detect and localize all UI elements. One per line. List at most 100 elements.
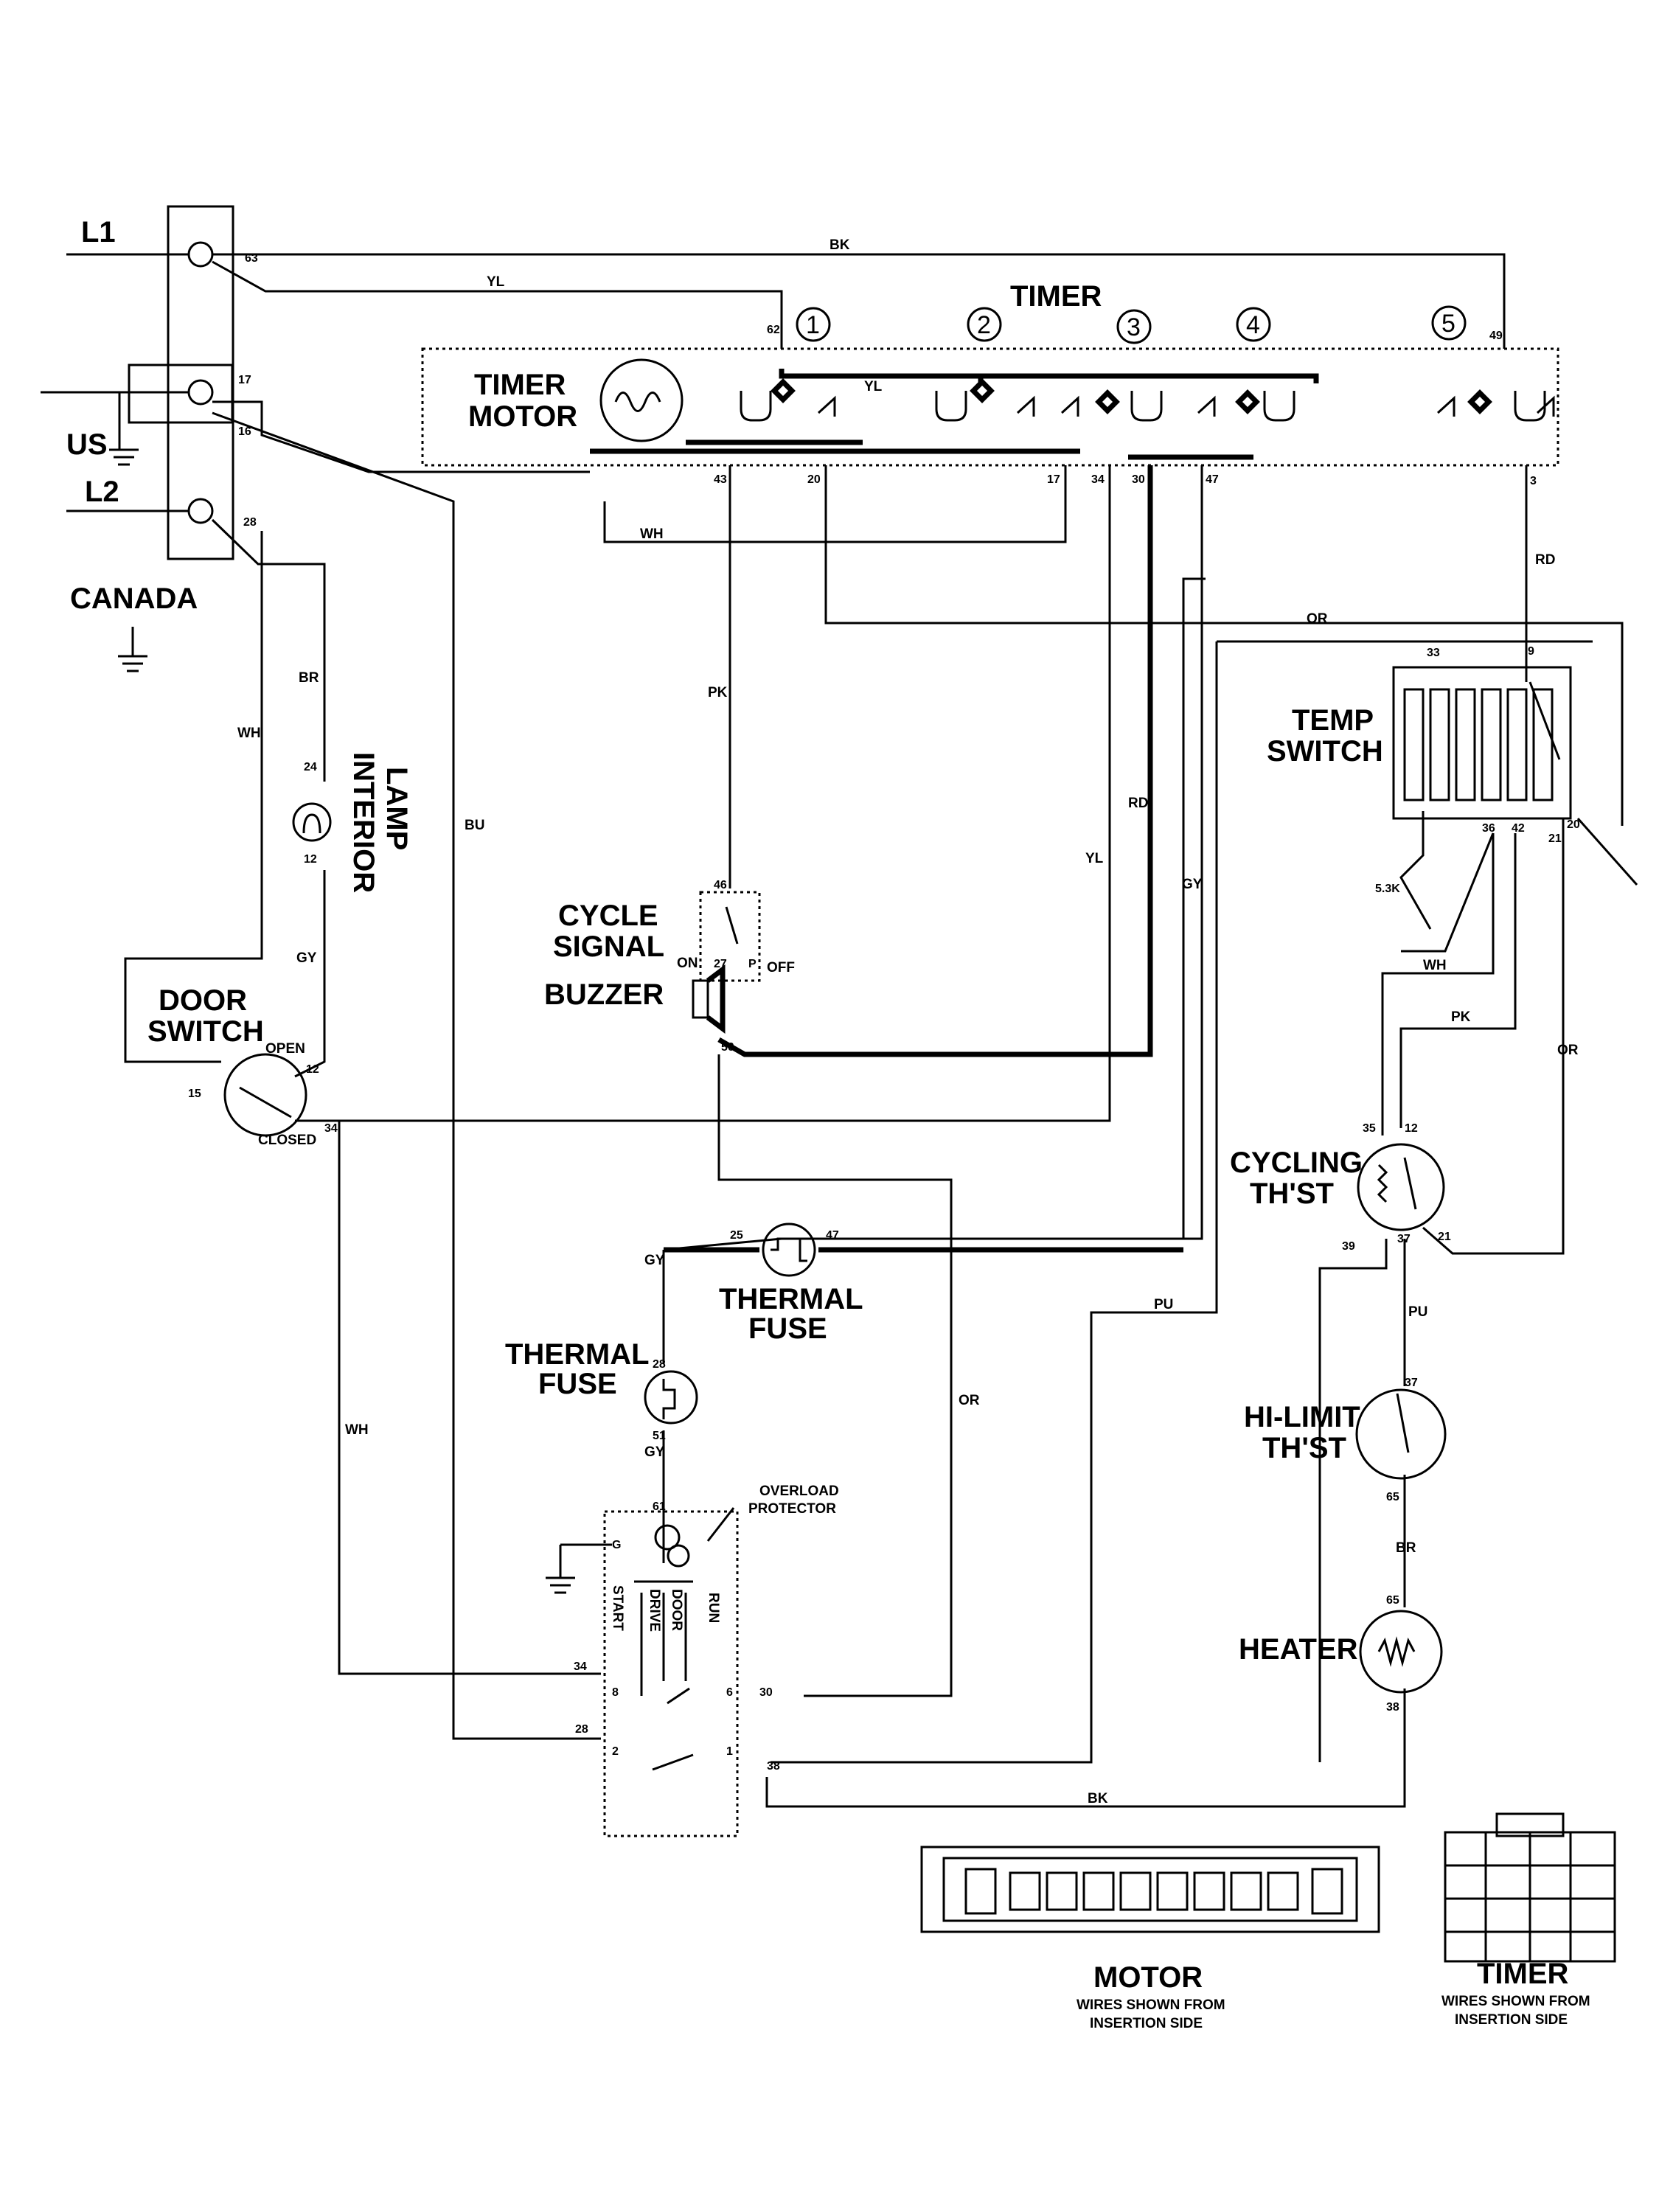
wires bbox=[124, 253, 1638, 1808]
wire-or-right: OR bbox=[1557, 1043, 1579, 1058]
cycling-thermostat bbox=[1357, 1143, 1445, 1231]
label-hi-limit-1: HI-LIMIT bbox=[1244, 1401, 1360, 1433]
label-interior-lamp-2: LAMP bbox=[380, 767, 413, 850]
pin-27: 27 bbox=[714, 958, 727, 970]
label-timer-motor-2: MOTOR bbox=[468, 400, 577, 433]
cycle-signal-buzzer bbox=[692, 891, 761, 1034]
label-overload-2: PROTECTOR bbox=[748, 1501, 836, 1517]
label-thermal-fuse-a-1: THERMAL bbox=[719, 1283, 863, 1315]
label-cycle-signal-1: CYCLE bbox=[558, 900, 658, 932]
pin-65-hl: 65 bbox=[1386, 1491, 1399, 1503]
label-motor-note-1: WIRES SHOWN FROM bbox=[1077, 1997, 1225, 2013]
wire-or-mid: OR bbox=[959, 1393, 980, 1408]
cam-2: 2 bbox=[977, 311, 991, 339]
pin-43: 43 bbox=[714, 473, 727, 486]
label-door-switch-1: DOOR bbox=[159, 984, 247, 1017]
label-run: RUN bbox=[706, 1593, 721, 1623]
label-cycling-thst-2: TH'ST bbox=[1250, 1178, 1334, 1210]
wire-wh-left: WH bbox=[237, 726, 261, 741]
label-buzzer-on: ON bbox=[677, 956, 698, 971]
pin-17-timer: 17 bbox=[1047, 473, 1060, 486]
wire-wh-right: WH bbox=[1423, 958, 1447, 973]
wire-yl-timer: YL bbox=[864, 379, 883, 394]
label-buzzer: BUZZER bbox=[544, 978, 664, 1011]
pin-g: G bbox=[612, 1539, 621, 1551]
label-l2: L2 bbox=[85, 476, 119, 508]
label-timer-bottom: TIMER bbox=[1477, 1958, 1569, 1990]
pin-61: 61 bbox=[653, 1500, 666, 1513]
wire-rd-right: RD bbox=[1535, 552, 1555, 568]
thermal-fuse-horizontal bbox=[762, 1222, 816, 1277]
label-door-closed: CLOSED bbox=[258, 1133, 316, 1148]
wire-color-labels: BK YL YL WH BR WH GY BU PK RD YL GY RD O… bbox=[237, 237, 1579, 1806]
power-inputs bbox=[41, 253, 189, 672]
label-timer-note-1: WIRES SHOWN FROM bbox=[1441, 1994, 1590, 2009]
wire-bu: BU bbox=[465, 818, 484, 833]
pin-33: 33 bbox=[1427, 647, 1440, 659]
cam-5: 5 bbox=[1441, 310, 1455, 338]
label-thermal-fuse-a-2: FUSE bbox=[748, 1312, 827, 1345]
motor-connector bbox=[920, 1846, 1380, 1933]
pin-35: 35 bbox=[1363, 1122, 1376, 1135]
pin-37-hl: 37 bbox=[1405, 1377, 1418, 1389]
pin-49: 49 bbox=[1489, 330, 1503, 342]
pin-51: 51 bbox=[653, 1430, 666, 1442]
wire-gy-fuse: GY bbox=[644, 1253, 665, 1268]
pin-9: 9 bbox=[1528, 645, 1534, 658]
timer-box bbox=[421, 347, 1559, 467]
door-switch bbox=[223, 1053, 307, 1137]
pin-8: 8 bbox=[612, 1686, 619, 1699]
timer-contacts bbox=[740, 378, 1555, 422]
wire-gy-mid: GY bbox=[1182, 877, 1203, 892]
pin-28: 28 bbox=[243, 516, 257, 529]
label-heater: HEATER bbox=[1239, 1633, 1358, 1666]
pin-2: 2 bbox=[612, 1745, 619, 1758]
label-drive: DRIVE bbox=[647, 1589, 662, 1632]
cam-4: 4 bbox=[1246, 311, 1260, 339]
label-temp-switch-1: TEMP bbox=[1292, 704, 1374, 737]
pin-12-lamp: 12 bbox=[304, 853, 317, 866]
wire-pu-mid: PU bbox=[1154, 1297, 1173, 1312]
wire-bk-top: BK bbox=[830, 237, 850, 253]
label-door-open: OPEN bbox=[265, 1041, 305, 1057]
pin-15: 15 bbox=[188, 1088, 201, 1100]
cam-number-text: 1 2 3 4 5 bbox=[806, 310, 1455, 341]
label-l1: L1 bbox=[81, 216, 116, 248]
pin-21-temp: 21 bbox=[1548, 832, 1562, 845]
pin-28-motor: 28 bbox=[575, 1723, 588, 1736]
pin-37-cyc: 37 bbox=[1397, 1233, 1411, 1245]
wire-wh-timer: WH bbox=[640, 526, 664, 542]
timer-connector bbox=[1444, 1812, 1616, 1963]
pin-47-fuse: 47 bbox=[826, 1229, 839, 1242]
label-start: START bbox=[610, 1585, 625, 1631]
pin-30-timer: 30 bbox=[1132, 473, 1145, 486]
pin-12-door: 12 bbox=[306, 1063, 319, 1076]
label-cycling-thst-1: CYCLING bbox=[1230, 1147, 1363, 1179]
label-thermal-fuse-b-2: FUSE bbox=[538, 1368, 617, 1400]
label-timer-note-2: INSERTION SIDE bbox=[1455, 2012, 1568, 2028]
wire-gy-motor: GY bbox=[644, 1444, 665, 1460]
label-temp-switch-2: SWITCH bbox=[1267, 735, 1383, 768]
temp-switch bbox=[1392, 666, 1572, 820]
pin-34-motor: 34 bbox=[574, 1660, 587, 1673]
label-interior-lamp-1: INTERIOR bbox=[347, 752, 380, 893]
hi-limit-thermostat bbox=[1355, 1388, 1447, 1480]
pin-65-ht: 65 bbox=[1386, 1594, 1399, 1607]
pin-6: 6 bbox=[726, 1686, 733, 1699]
pin-26: 28 bbox=[653, 1358, 666, 1371]
wire-br-lamp: BR bbox=[299, 670, 319, 686]
pin-24: 24 bbox=[304, 761, 317, 773]
wire-yl-top: YL bbox=[487, 274, 505, 290]
wire-br-heater: BR bbox=[1396, 1540, 1416, 1556]
pin-36: 36 bbox=[1482, 822, 1495, 835]
pin-17: 17 bbox=[238, 374, 251, 386]
pin-38-ht: 38 bbox=[1386, 1701, 1399, 1714]
pin-25: 25 bbox=[730, 1229, 743, 1242]
pin-34-timer: 34 bbox=[1091, 473, 1105, 486]
wire-rd-mid: RD bbox=[1128, 796, 1148, 811]
wire-or-top: OR bbox=[1307, 611, 1328, 627]
pin-16: 16 bbox=[238, 425, 251, 438]
label-canada: CANADA bbox=[70, 582, 198, 615]
wire-pu-right: PU bbox=[1408, 1304, 1427, 1320]
